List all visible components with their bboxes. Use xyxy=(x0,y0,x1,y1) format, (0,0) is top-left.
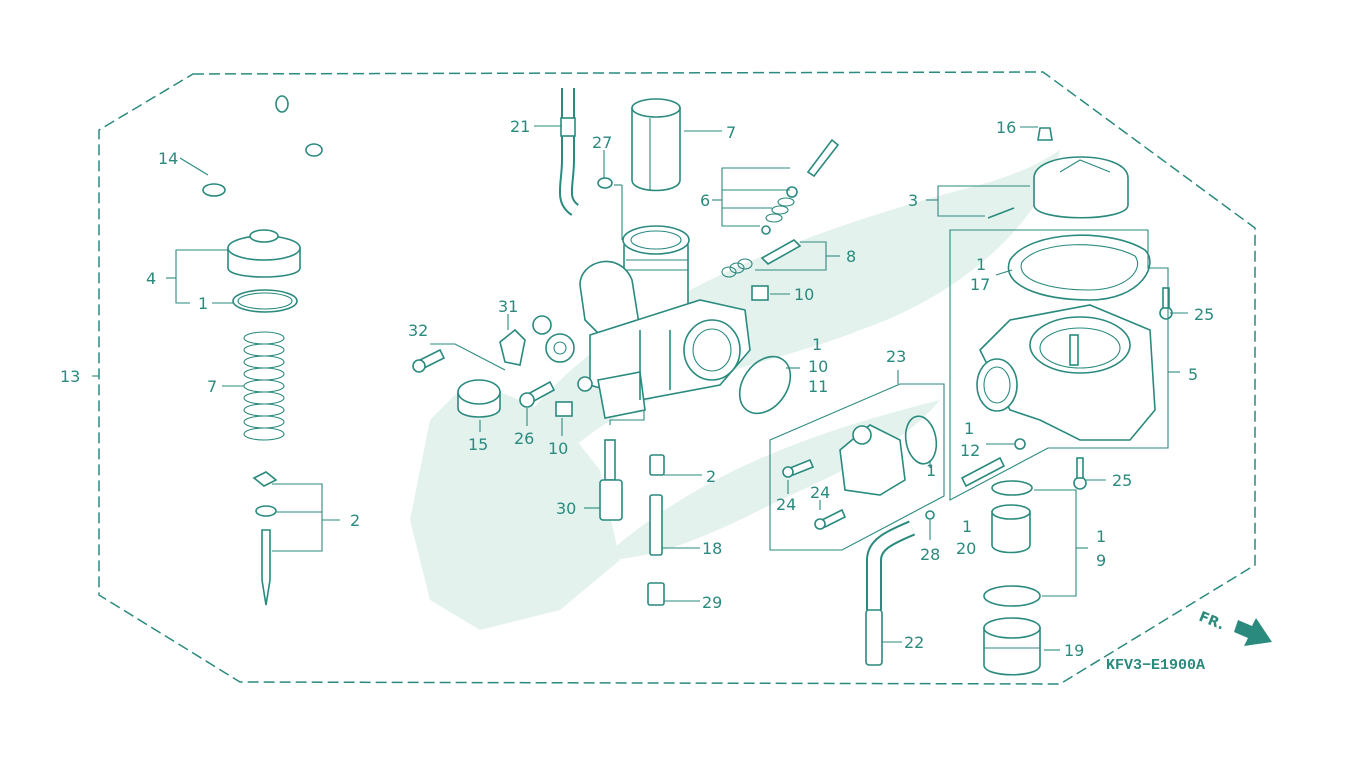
callout-14: 14 xyxy=(158,149,178,168)
callout-3: 3 xyxy=(908,191,918,210)
clip-part-28 xyxy=(925,510,935,520)
callout-7: 7 xyxy=(207,377,217,396)
accelerator-pump-frame xyxy=(769,383,945,551)
leader-lines-left xyxy=(92,157,340,552)
pilot-screw-set xyxy=(761,138,840,235)
vent-hose xyxy=(558,88,580,216)
callout-1-d: 1 xyxy=(976,255,986,274)
callout-32: 32 xyxy=(408,321,428,340)
callout-8: 8 xyxy=(846,247,856,266)
screw-part-32 xyxy=(412,348,446,373)
callout-24-b: 24 xyxy=(810,483,830,502)
callout-24: 24 xyxy=(776,495,796,514)
callout-19: 19 xyxy=(1064,641,1084,660)
callout-23: 23 xyxy=(886,347,906,366)
callout-1-g: 1 xyxy=(1096,527,1106,546)
watermark-logo xyxy=(410,150,1060,630)
callout-15: 15 xyxy=(468,435,488,454)
callout-2: 2 xyxy=(350,511,360,530)
fuel-cap-group xyxy=(202,95,323,606)
screw-part-26 xyxy=(519,380,556,408)
callout-20: 20 xyxy=(956,539,976,558)
callout-17: 17 xyxy=(970,275,990,294)
slide-sleeve xyxy=(631,98,681,192)
needle-jet xyxy=(599,439,623,521)
assembly-boundary xyxy=(98,71,1256,685)
callout-27: 27 xyxy=(592,133,612,152)
front-direction-arrow: FR. xyxy=(1197,609,1272,646)
cap-part-10b xyxy=(555,401,573,417)
callout-4: 4 xyxy=(146,269,156,288)
callout-1-e: 1 xyxy=(964,419,974,438)
callout-22: 22 xyxy=(904,633,924,652)
callout-7-sleeve: 7 xyxy=(726,123,736,142)
clip-part xyxy=(597,177,613,189)
callout-9: 9 xyxy=(1096,551,1106,570)
float-chamber-group xyxy=(960,127,1173,676)
callout-labels: 13 14 4 1 7 2 21 27 7 6 8 10 31 32 15 26… xyxy=(60,117,1214,660)
callout-26: 26 xyxy=(514,429,534,448)
drain-hose xyxy=(865,520,916,666)
callout-25: 25 xyxy=(1194,305,1214,324)
leader-lines-23 xyxy=(787,460,931,643)
diagram-code: KFV3−E1900A xyxy=(1106,657,1205,674)
callout-1-c: 1 xyxy=(926,461,936,480)
throttle-stop-screw xyxy=(721,239,802,278)
callout-5: 5 xyxy=(1188,365,1198,384)
callout-16: 16 xyxy=(996,118,1016,137)
callout-12: 12 xyxy=(960,441,980,460)
cap-part-10 xyxy=(751,285,769,301)
main-jet-group xyxy=(647,454,665,606)
accelerator-pump xyxy=(782,415,938,530)
callout-10: 10 xyxy=(794,285,814,304)
float-chamber-frame xyxy=(949,229,1169,501)
leader-lines-center xyxy=(430,125,840,602)
callout-31: 31 xyxy=(498,297,518,316)
carburetor-body xyxy=(532,225,751,419)
callout-18: 18 xyxy=(702,539,722,558)
o-ring-large xyxy=(738,355,792,415)
callout-25-b: 25 xyxy=(1112,471,1132,490)
callout-28: 28 xyxy=(920,545,940,564)
callout-10-c: 10 xyxy=(808,357,828,376)
cap-part-15 xyxy=(457,379,501,418)
bracket-part-31 xyxy=(499,328,526,366)
callout-11: 11 xyxy=(808,377,828,396)
callout-1: 1 xyxy=(198,294,208,313)
callout-10-b: 10 xyxy=(548,439,568,458)
callout-1-b: 1 xyxy=(812,335,822,354)
callout-6: 6 xyxy=(700,191,710,210)
leader-lines-right xyxy=(926,126,1188,651)
callout-13: 13 xyxy=(60,367,80,386)
callout-21: 21 xyxy=(510,117,530,136)
direction-label: FR. xyxy=(1197,609,1227,634)
callout-30: 30 xyxy=(556,499,576,518)
callout-2-b: 2 xyxy=(706,467,716,486)
callout-1-f: 1 xyxy=(962,517,972,536)
callout-29: 29 xyxy=(702,593,722,612)
